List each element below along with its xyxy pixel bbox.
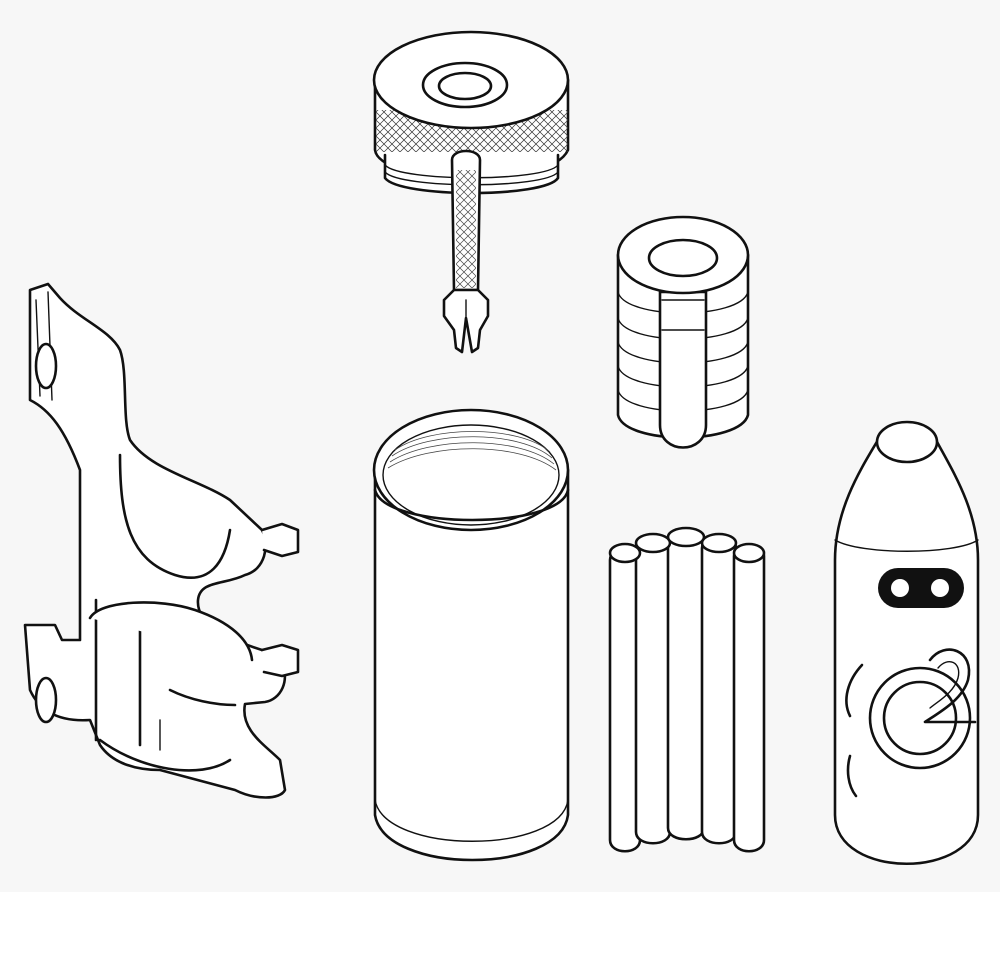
tire-plug-strips-icon xyxy=(608,526,766,853)
co2-cartridge-icon xyxy=(833,420,980,865)
knurled-cap-with-tire-lever-icon xyxy=(372,30,570,354)
exploded-parts-illustration xyxy=(23,30,980,865)
illustration-area xyxy=(23,30,980,865)
storage-canister-icon xyxy=(372,408,570,862)
frame-mount-bracket-icon xyxy=(23,282,300,799)
threaded-adapter-icon xyxy=(616,215,750,449)
